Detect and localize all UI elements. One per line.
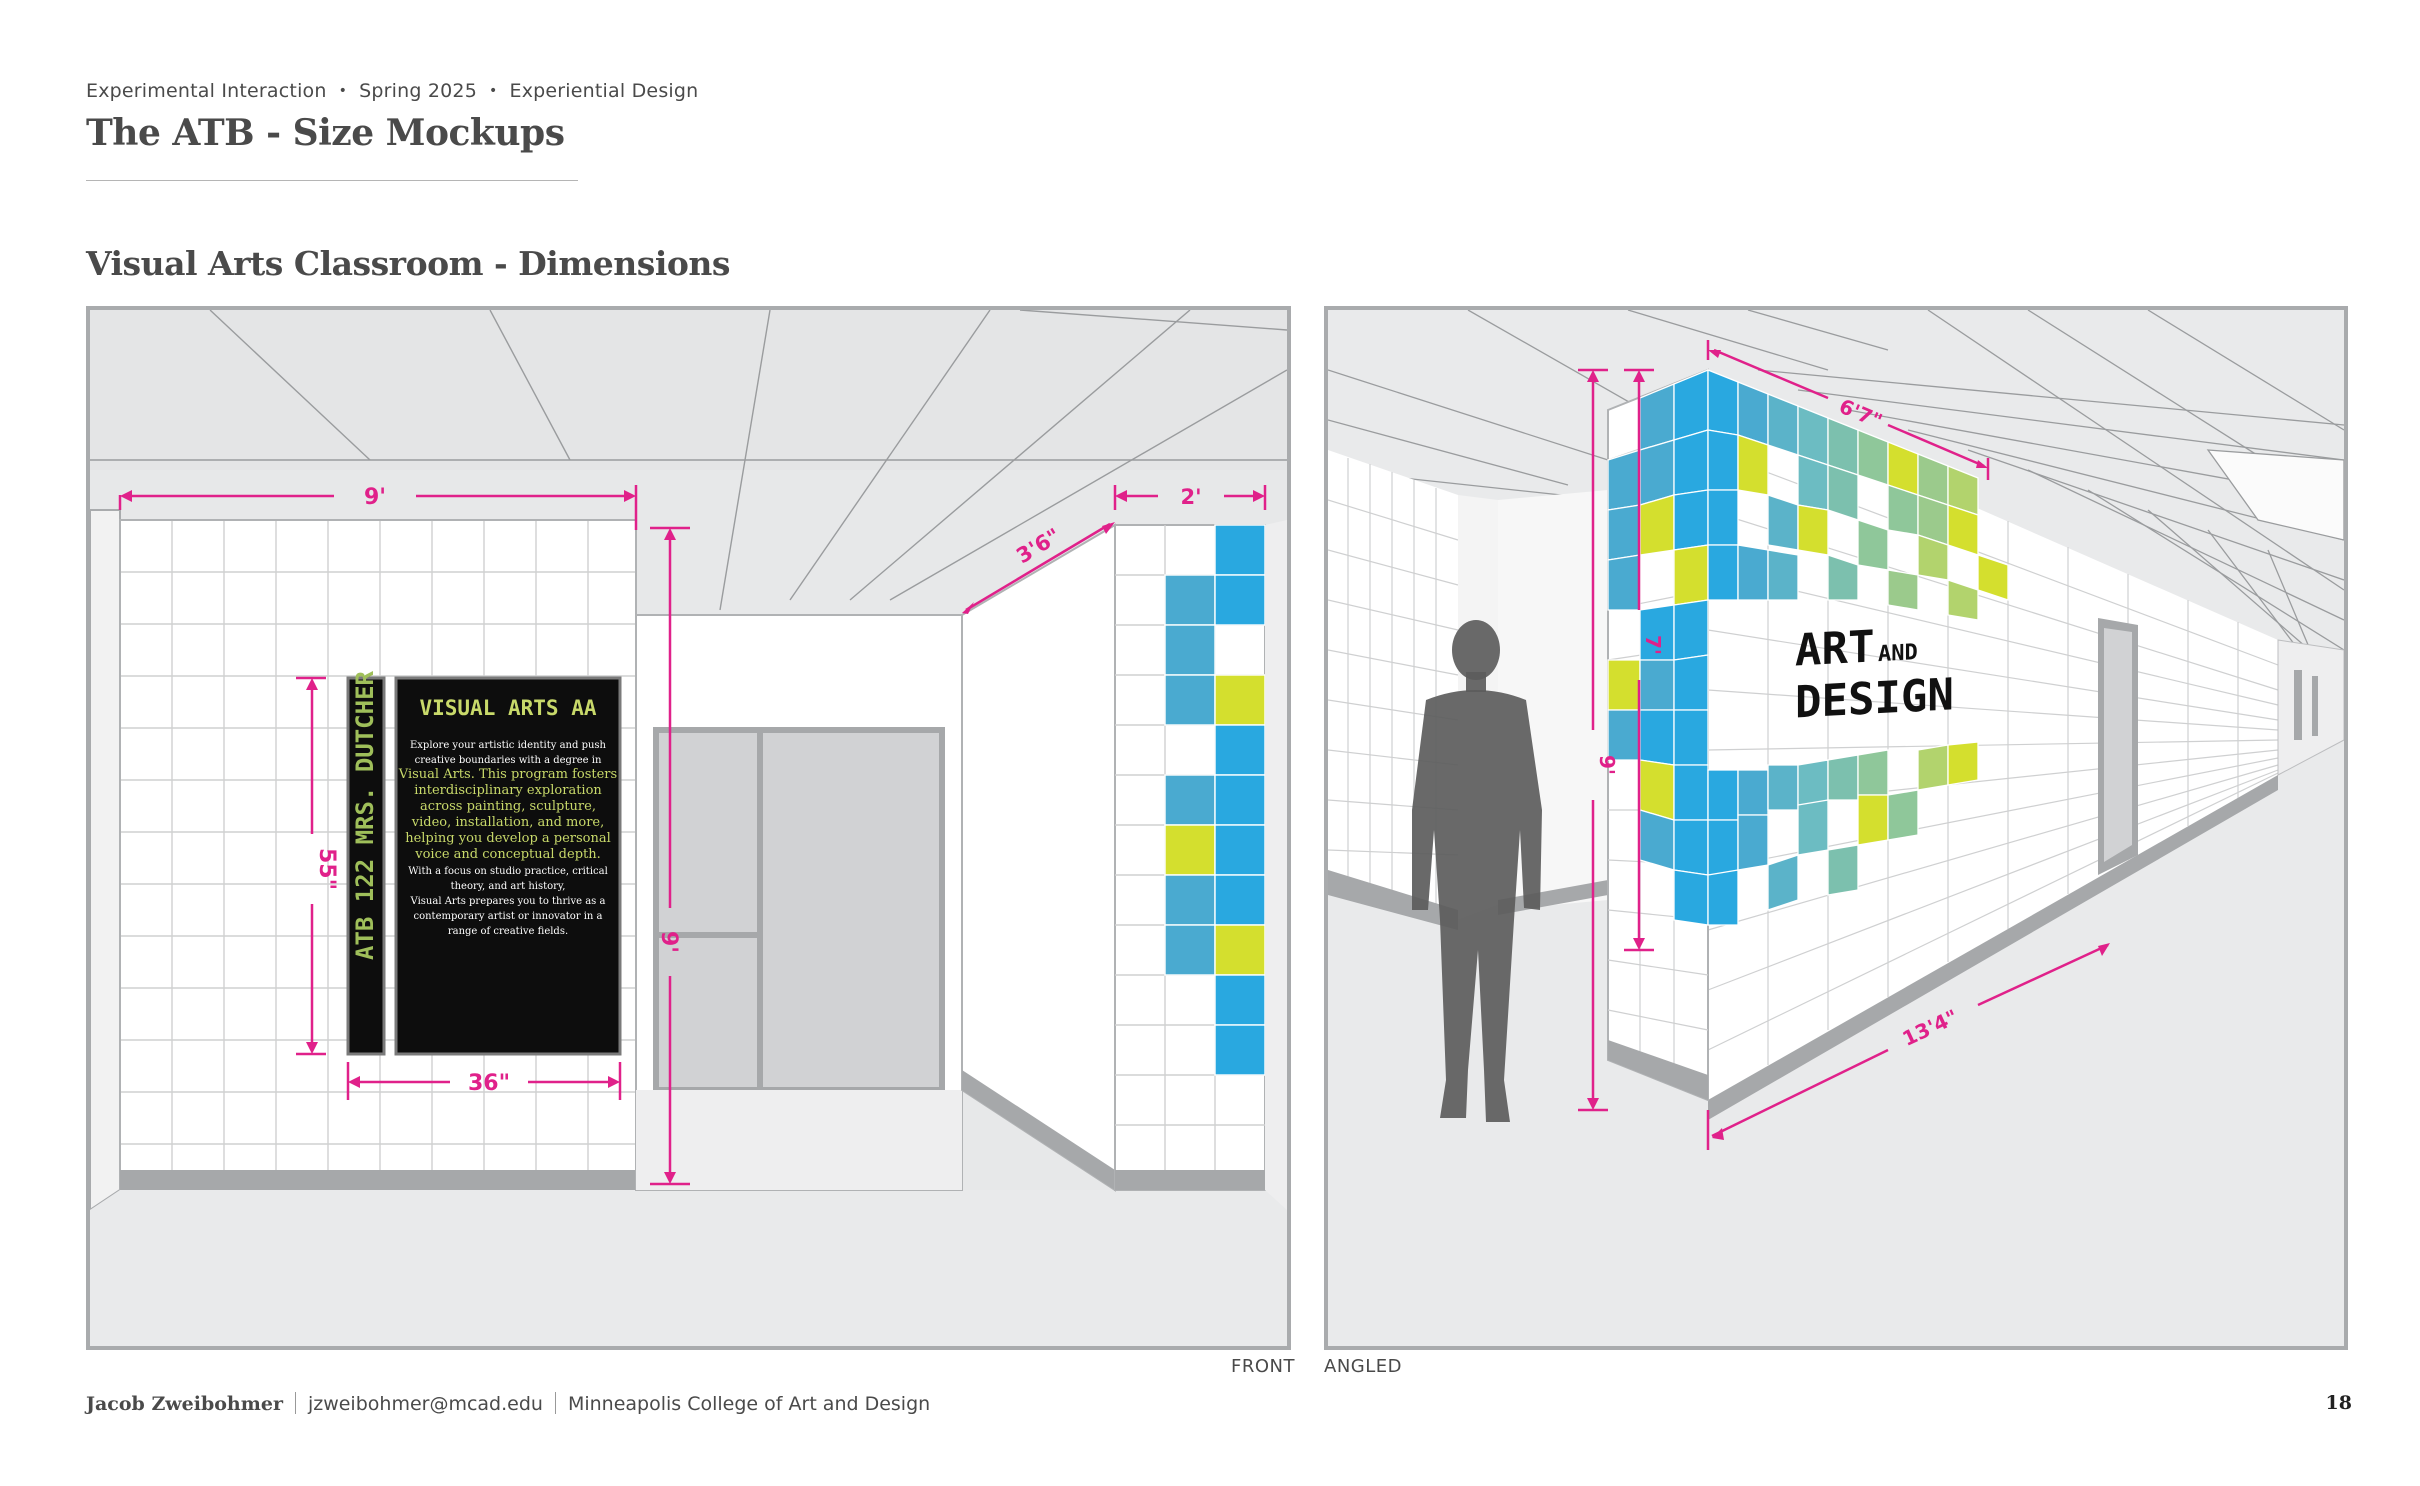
room-sign-vertical-label: ATB 122 MRS. DUTCHER (351, 670, 379, 960)
bullet-icon: • (338, 83, 348, 99)
footer: Jacob Zweibohmer jzweibohmer@mcad.edu Minn… (86, 1392, 930, 1415)
room-sign-body-line: contemporary artist or innovator in a (413, 911, 602, 922)
front-caption: FRONT (1231, 1356, 1295, 1377)
footer-divider (294, 1392, 296, 1414)
front-sign-height-label: 55" (314, 848, 339, 890)
angled-dimension-lines (1578, 340, 2109, 1150)
mural-text-and: AND (1878, 640, 1918, 667)
room-sign-body-line: Visual Arts prepares you to thrive as a (410, 896, 606, 907)
school-name: Minneapolis College of Art and Design (567, 1393, 931, 1415)
angled-dimension-arrows (1587, 350, 2110, 1140)
angled-view-panel: ART AND DESIGN 6'7" 7' 9' 13' (1324, 306, 2348, 1350)
course-name: Experimental Interaction (86, 80, 327, 102)
room-sign-body: Explore your artistic identity and push c… (398, 740, 617, 937)
room-sign-body-line: interdisciplinary exploration (414, 783, 602, 798)
room-sign-body-line: across painting, sculpture, (420, 799, 596, 814)
term: Spring 2025 (359, 80, 478, 102)
front-dimension-lines (118, 485, 1267, 1186)
page-number: 18 (2325, 1392, 2352, 1414)
room-sign-panel (394, 676, 622, 1056)
angled-wall-height-label: 9' (1595, 755, 1619, 775)
room-sign-body-line: creative boundaries with a degree in (415, 755, 602, 766)
author-email[interactable]: jzweibohmer@mcad.edu (307, 1393, 543, 1415)
front-view-panel: ATB 122 MRS. DUTCHER VISUAL ARTS AA Expl… (86, 306, 1291, 1350)
room-sign-body-line: helping you develop a personal (405, 831, 611, 846)
section-title: Visual Arts Classroom - Dimensions (86, 244, 730, 283)
room-sign-body-line: video, installation, and more, (411, 815, 604, 830)
room-sign-body-line: With a focus on studio practice, critica… (408, 866, 608, 877)
author-name: Jacob Zweibohmer (86, 1393, 283, 1415)
room-sign-body-line: Visual Arts. This program fosters (398, 767, 617, 782)
divider (86, 180, 578, 181)
front-dimension-arrows (120, 490, 1265, 1184)
angled-caption: ANGLED (1324, 1356, 1402, 1377)
room-sign-body-line: Explore your artistic identity and push (410, 740, 607, 751)
room-sign-body-line: voice and conceptual depth. (414, 847, 601, 862)
header-meta: Experimental Interaction • Spring 2025 • Exp… (86, 80, 698, 102)
mural-wall-tiles (1707, 369, 2009, 926)
page-title: The ATB - Size Mockups (86, 112, 565, 154)
mural-column-tiles (1607, 369, 1709, 926)
mural-text-design: DESIGN (1795, 669, 1954, 728)
front-wall-height-label: 9' (656, 931, 681, 953)
room-sign-body-line: theory, and art history, (451, 881, 566, 892)
bullet-icon: • (489, 83, 498, 99)
mural-text-art: ART (1795, 621, 1874, 676)
footer-divider (554, 1392, 556, 1414)
angled-view-illustration: ART AND DESIGN 6'7" 7' 9' 13' (1328, 310, 2344, 1346)
room-sign-heading: VISUAL ARTS AA (419, 696, 596, 720)
front-column-width-label: 2' (1180, 485, 1201, 509)
column-color-tiles (1164, 524, 1266, 1076)
room-sign-strip (346, 676, 386, 1056)
person-silhouette (1412, 620, 1542, 1122)
front-view-illustration: ATB 122 MRS. DUTCHER VISUAL ARTS AA Expl… (90, 310, 1287, 1346)
angled-mural-height-label: 7' (1641, 635, 1665, 655)
front-wall-width-label: 9' (364, 485, 386, 510)
track: Experiential Design (509, 80, 699, 102)
room-sign-body-line: range of creative fields. (448, 926, 568, 937)
front-sign-width-label: 36" (468, 1071, 510, 1096)
